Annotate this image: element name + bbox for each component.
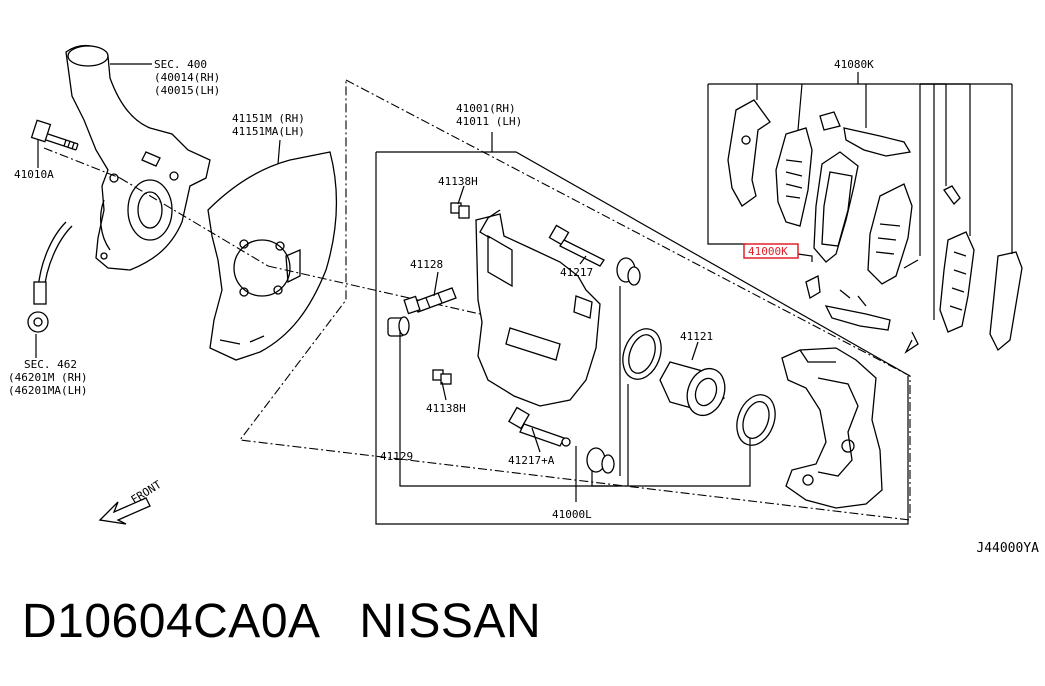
pad-shim-inner [939,231,975,333]
label-41138h-bottom: 41138H [426,402,466,415]
pad-backing-outer [775,127,813,227]
diagram-code: J44000YA [976,541,1039,556]
label-41217a: 41217+A [508,454,555,467]
pad-shim-outer [727,99,771,207]
label-41128: 41128 [410,258,443,271]
label-41138h-top: 41138H [438,175,478,188]
pad-retainer-bottom [824,289,891,331]
front-direction-arrow [98,497,151,525]
label-sec-400: SEC. 400 [154,58,207,71]
caliper-bracket [781,347,883,509]
label-41080k: 41080K [834,58,874,71]
pin-boot-lower [586,447,615,474]
part-number-caption: D10604CA0A NISSAN [22,595,542,648]
bleeder-bolt-bottom [432,369,452,385]
dust-shield [207,151,338,361]
knuckle-bolt [30,119,79,151]
brake-caliper-diagram: SEC. 400 (40014(RH) (40015(LH) 41010A SE… [8,45,1023,525]
label-41217: 41217 [560,266,593,279]
label-46201ma: (46201MA(LH) [8,384,87,397]
label-41000k: 41000K [748,245,788,258]
label-sec-462: SEC. 462 [24,358,77,371]
anti-rattle-clip [805,111,841,300]
brake-pad-outer [813,151,859,263]
sliding-pin-lower [508,406,571,447]
label-40014: (40014(RH) [154,71,220,84]
label-41001: 41001(RH) [456,102,516,115]
sliding-pin-upper [548,224,605,267]
label-41121: 41121 [680,330,713,343]
piston [659,361,726,417]
label-41000l: 41000L [552,508,592,521]
label-41151m: 41151M (RH) [232,112,305,125]
piston-seal [622,328,662,380]
label-41010a: 41010A [14,168,54,181]
label-41151ma: 41151MA(LH) [232,125,305,138]
pin-boot-upper [616,257,641,286]
steering-knuckle [65,45,211,271]
pad-shim-inner-outer [989,251,1023,352]
pad-retainer-top [843,127,912,157]
label-46201m: (46201M (RH) [8,371,87,384]
pad-wear-indicator [904,185,961,354]
label-41129: 41129 [380,450,413,463]
label-40015: (40015(LH) [154,84,220,97]
guide-pin [403,287,457,315]
bleeder-bolt-top [450,202,470,219]
label-41011: 41011 (LH) [456,115,522,128]
highlight-41000k-box [743,243,799,259]
brake-pad-inner [867,183,913,285]
pin-boot [387,316,410,337]
piston-boot [736,394,776,446]
caliper-body [475,209,601,407]
brake-hose [27,221,73,333]
